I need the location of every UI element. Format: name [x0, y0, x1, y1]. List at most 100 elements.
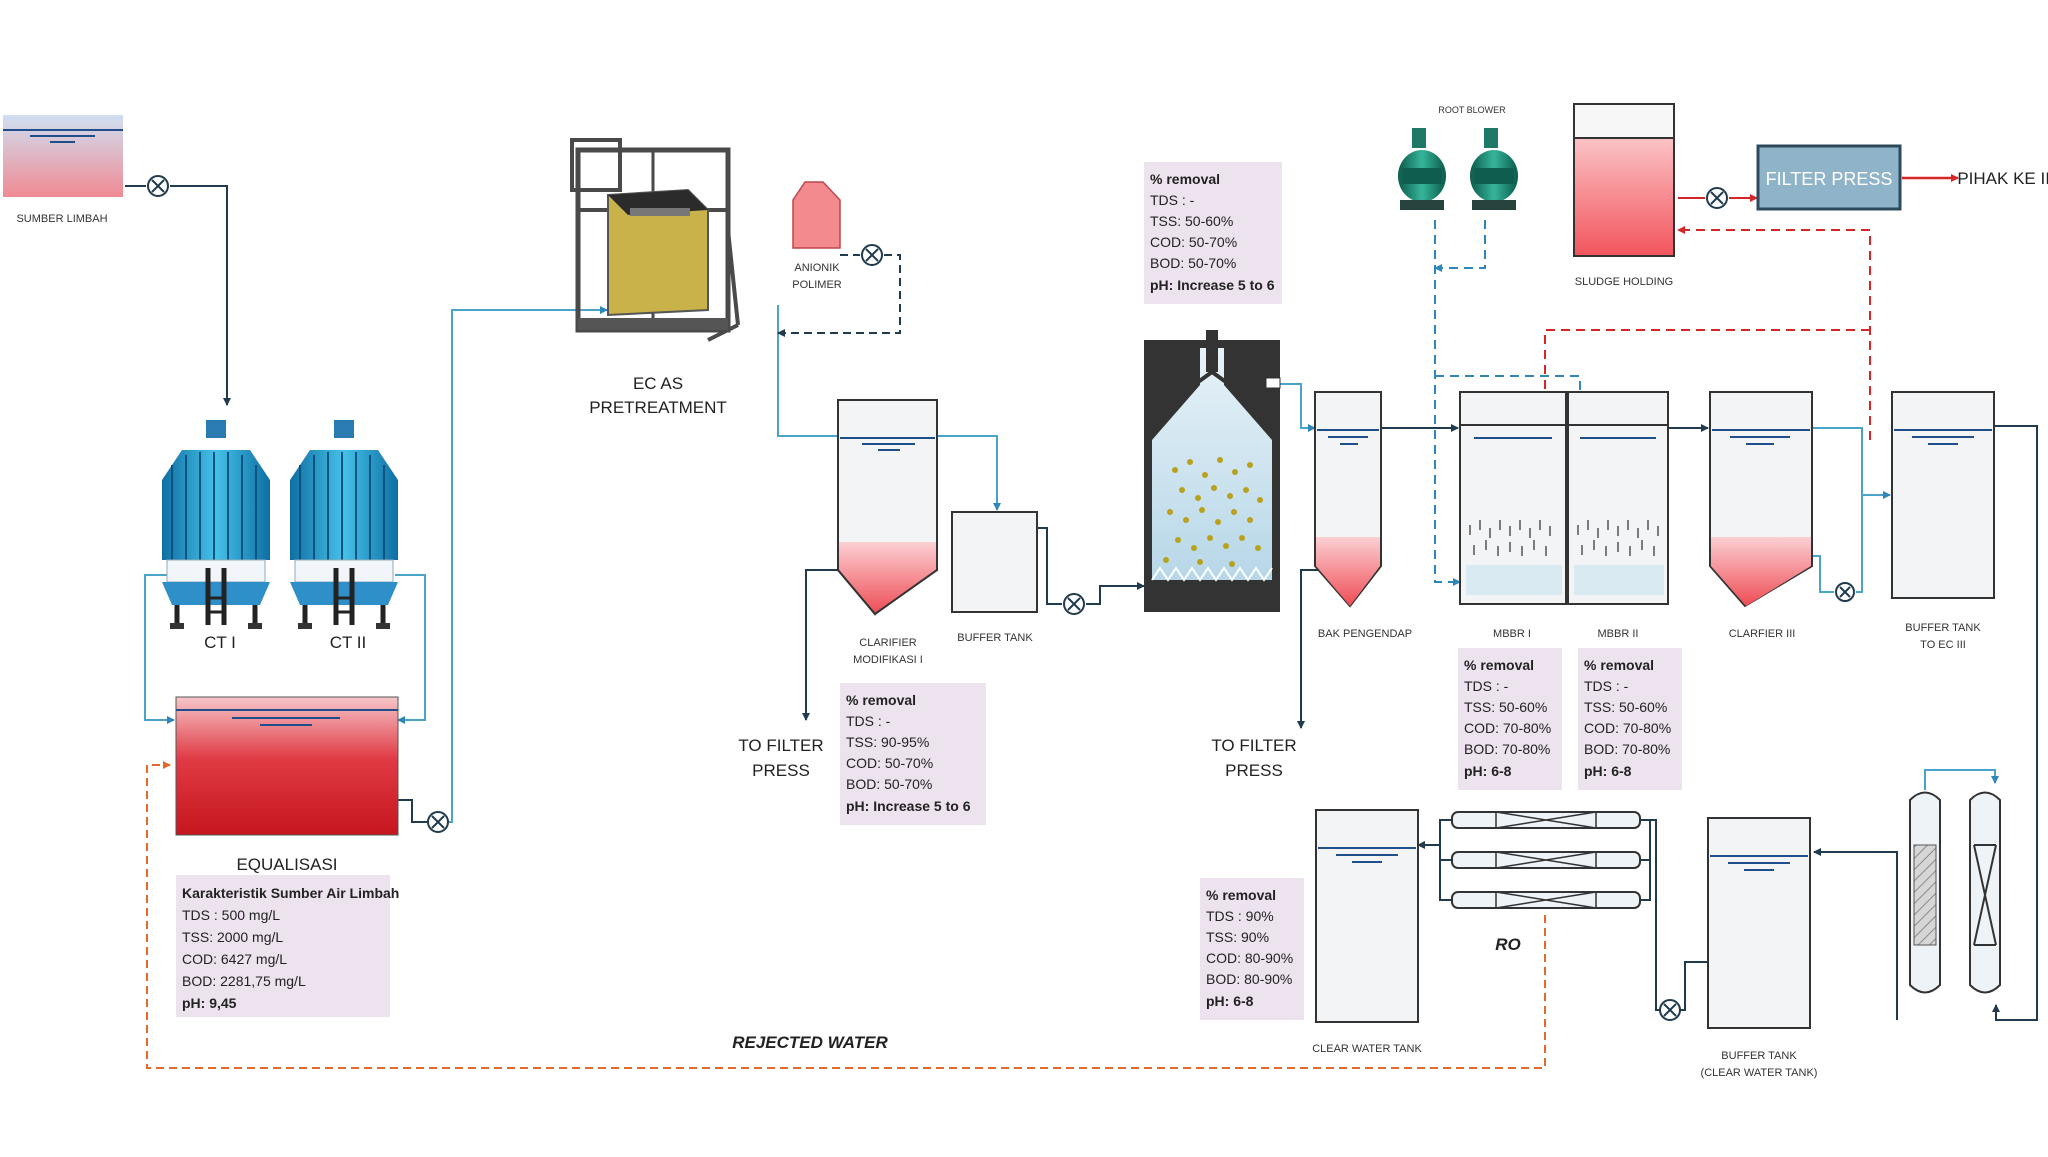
flow-buffer-to-reactor: [1033, 527, 1144, 605]
pump-icon: [1659, 999, 1681, 1021]
to-filter-press-2a: TO FILTER: [1211, 736, 1296, 755]
removal-line: BOD: 50-70%: [1150, 255, 1236, 271]
removal-line: TSS: 50-60%: [1150, 213, 1233, 229]
mbbr-1-tank: [1459, 391, 1567, 605]
removal-line: TDS : -: [1464, 678, 1509, 694]
removal-ph: pH: 6-8: [1206, 993, 1254, 1009]
flow-ec-to-clarifier: [777, 305, 838, 437]
flow-clarifier-sludge: [802, 569, 842, 721]
removal-reactor-box: % removal TDS : - TSS: 50-60% COD: 50-70…: [1144, 162, 1282, 304]
clarifier3-label: CLARFIER III: [1729, 628, 1796, 640]
to-filter-press-2b: PRESS: [1225, 761, 1283, 780]
removal-line: COD: 70-80%: [1464, 720, 1551, 736]
removal-line: COD: 70-80%: [1584, 720, 1671, 736]
clear-water-tank-label: CLEAR WATER TANK: [1312, 1043, 1422, 1055]
ro-membranes: [1451, 811, 1641, 909]
buffer-ec-label-1: BUFFER TANK: [1905, 622, 1981, 634]
reactor-granules: [1163, 457, 1263, 567]
removal-line: TSS: 50-60%: [1584, 699, 1667, 715]
flow-pump-to-ec: [449, 306, 608, 823]
pump-icon: [427, 811, 449, 833]
root-blower-1: [1398, 128, 1446, 210]
removal-line: TSS: 50-60%: [1464, 699, 1547, 715]
flow-blower-air-2: [1434, 220, 1486, 272]
mbbr2-label: MBBR II: [1598, 628, 1639, 640]
equalisasi-tank: [175, 696, 399, 836]
karakteristik-line: TDS : 500 mg/L: [182, 907, 280, 923]
removal-line: TSS: 90%: [1206, 929, 1269, 945]
removal-ph: pH: 6-8: [1584, 763, 1632, 779]
filter-columns: [1909, 791, 2001, 994]
clarifier-mod-label-1: CLARIFIER: [859, 637, 917, 649]
flow-polymer-dosing: [778, 254, 901, 333]
ec-reactor-vessel: [1144, 330, 1281, 612]
pump-icon: [1706, 187, 1728, 209]
removal-title: % removal: [1206, 887, 1276, 903]
removal-clarifier-box: % removal TDS : - TSS: 90-95% COD: 50-70…: [840, 683, 986, 825]
cooling-tower-2: [290, 420, 398, 629]
bak-pengendap-tank: [1314, 391, 1382, 608]
flow-clar3-pump: [1812, 495, 1890, 593]
karakteristik-ph: pH: 9,45: [182, 995, 237, 1011]
karakteristik-line: COD: 6427 mg/L: [182, 951, 287, 967]
flow-ro-to-clearwater: [1418, 819, 1452, 901]
bak-pengendap-label: BAK PENGENDAP: [1318, 628, 1412, 640]
sumber-limbah-tank: [3, 115, 123, 197]
root-blower-label: ROOT BLOWER: [1438, 105, 1506, 115]
filter-press-box: [1756, 144, 1902, 211]
removal-line: BOD: 50-70%: [846, 776, 932, 792]
clarifier-3-tank: [1709, 391, 1813, 608]
buffer-tank-clear: [1707, 817, 1811, 1029]
removal-line: BOD: 80-90%: [1206, 971, 1292, 987]
root-blower-2: [1470, 128, 1518, 210]
pump-icon: [861, 244, 883, 266]
flow-ct1-to-eq: [144, 574, 180, 724]
clear-water-tank: [1315, 809, 1419, 1023]
pump-icon: [147, 175, 169, 197]
flow-reactor-to-bak: [1268, 383, 1316, 432]
anionik-polymer-tank: [792, 181, 841, 249]
flow-sludge-return: [1677, 226, 1871, 440]
removal-mbbr2-box: % removal TDS : - TSS: 50-60% COD: 70-80…: [1578, 648, 1682, 790]
removal-line: TSS: 90-95%: [846, 734, 929, 750]
karakteristik-box: Karakteristik Sumber Air Limbah TDS : 50…: [176, 875, 399, 1017]
removal-line: BOD: 70-80%: [1584, 741, 1670, 757]
removal-line: TDS : -: [1150, 192, 1195, 208]
flow-column-link: [1924, 769, 1999, 790]
ct2-label: CT II: [330, 633, 367, 652]
ec-as-reactor: [570, 138, 740, 342]
equalisasi-label: EQUALISASI: [236, 855, 337, 874]
karakteristik-title: Karakteristik Sumber Air Limbah: [182, 885, 399, 901]
flow-buffer-to-column: [1992, 425, 2038, 1021]
buffer-tank-label: BUFFER TANK: [957, 632, 1033, 644]
buffer-clear-label-2: (CLEAR WATER TANK): [1701, 1067, 1818, 1079]
removal-title: % removal: [1584, 657, 1654, 673]
pump-icon: [1063, 593, 1085, 615]
pump-icon: [1835, 582, 1855, 602]
buffer-tank-ec: [1891, 391, 1995, 599]
removal-title: % removal: [1464, 657, 1534, 673]
ro-label: RO: [1495, 935, 1521, 954]
removal-line: COD: 50-70%: [846, 755, 933, 771]
karakteristik-line: TSS: 2000 mg/L: [182, 929, 283, 945]
rejected-water-label: REJECTED WATER: [732, 1033, 888, 1052]
buffer-tank: [951, 511, 1038, 613]
anionik-label-1: ANIONIK: [794, 262, 840, 274]
anionik-label-2: POLIMER: [792, 279, 842, 291]
removal-ph: pH: 6-8: [1464, 763, 1512, 779]
flow-eq-to-pump: [398, 799, 427, 823]
ec-as-label-2: PRETREATMENT: [589, 398, 727, 417]
mbbr1-label: MBBR I: [1493, 628, 1531, 640]
removal-line: TDS : -: [1584, 678, 1629, 694]
flow-ct2-to-eq: [395, 574, 426, 724]
flow-sumber-to-ct: [125, 185, 227, 405]
removal-title: % removal: [1150, 171, 1220, 187]
flow-blower-air-1: [1434, 220, 1461, 586]
removal-line: COD: 50-70%: [1150, 234, 1237, 250]
removal-line: TDS : 90%: [1206, 908, 1274, 924]
removal-mbbr1-box: % removal TDS : - TSS: 50-60% COD: 70-80…: [1458, 648, 1562, 790]
flow-rejected-water: [146, 761, 1546, 1069]
cooling-tower-1: [162, 420, 270, 629]
pihak-ke-iii-label: PIHAK KE III: [1957, 169, 2048, 188]
